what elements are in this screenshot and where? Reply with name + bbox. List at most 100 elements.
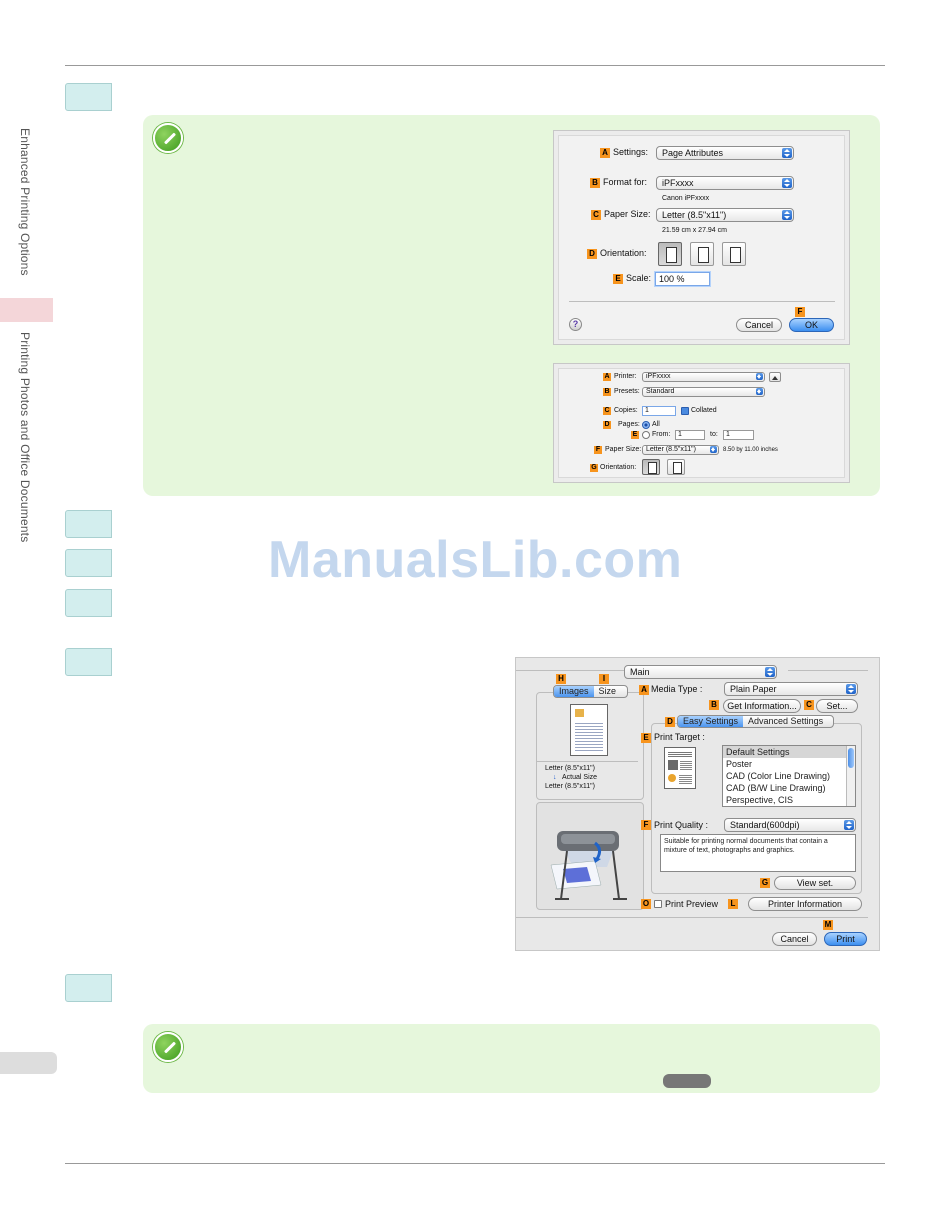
- media-type-value: Plain Paper: [730, 684, 777, 694]
- step-box: [65, 974, 112, 1002]
- sidebar-active-tab: [0, 298, 53, 322]
- print-preview-label: Print Preview: [665, 899, 719, 909]
- print-button[interactable]: Print: [824, 932, 867, 946]
- callout-g: G: [760, 878, 770, 888]
- separator: [569, 301, 835, 302]
- tab-easy-settings[interactable]: Easy Settings: [678, 716, 744, 727]
- scale-label: Scale:: [626, 273, 652, 283]
- print-target-list[interactable]: Default Settings Poster CAD (Color Line …: [722, 745, 856, 807]
- page-setup-dialog: A Settings: Page Attributes B Format for…: [553, 130, 850, 345]
- orientation-portrait-button[interactable]: [642, 459, 660, 475]
- preview-tabs: Images Size: [553, 685, 628, 698]
- printer-popup[interactable]: iPFxxxx: [642, 372, 765, 382]
- popup-arrows-icon: [782, 210, 792, 220]
- collated-checkbox[interactable]: [681, 407, 689, 415]
- get-information-button[interactable]: Get Information...: [723, 699, 801, 713]
- help-icon[interactable]: ?: [569, 318, 582, 331]
- tab-size[interactable]: Size: [598, 686, 617, 696]
- pages-all-radio[interactable]: [642, 421, 650, 429]
- print-quality-popup[interactable]: Standard(600dpi): [724, 818, 856, 832]
- to-label: to:: [710, 431, 718, 438]
- paper-size-popup[interactable]: Letter (8.5"x11"): [656, 208, 794, 222]
- orientation-landscape-button[interactable]: [667, 459, 685, 475]
- pages-from-radio[interactable]: [642, 431, 650, 439]
- format-for-sub: Canon iPFxxxx: [662, 195, 710, 202]
- settings-popup[interactable]: Page Attributes: [656, 146, 794, 160]
- step-box: [65, 510, 112, 538]
- paper-size-label: Paper Size:: [605, 446, 642, 453]
- separator: [516, 917, 868, 918]
- pencil-icon: [153, 1032, 183, 1062]
- view-set-button[interactable]: View set.: [774, 876, 856, 890]
- callout-f: F: [641, 820, 651, 830]
- step-box: [65, 549, 112, 577]
- callout-d: D: [603, 421, 611, 429]
- callout-l: L: [728, 899, 738, 909]
- print-target-item[interactable]: CAD (Color Line Drawing): [726, 771, 831, 781]
- printer-label: Printer:: [614, 373, 637, 380]
- popup-arrows-icon: [844, 820, 854, 830]
- preview-text-lines: [575, 721, 603, 751]
- scale-input[interactable]: 100 %: [655, 272, 710, 286]
- callout-e: E: [631, 431, 639, 439]
- callout-f: F: [795, 307, 805, 317]
- print-target-item[interactable]: Perspective, CIS: [726, 795, 794, 805]
- thumb-text-lines: [668, 751, 692, 757]
- callout-b: B: [603, 388, 611, 396]
- media-type-label: Media Type :: [651, 684, 703, 694]
- to-input[interactable]: 1: [723, 430, 754, 440]
- presets-popup[interactable]: Standard: [642, 387, 765, 397]
- set-button[interactable]: Set...: [816, 699, 858, 713]
- copies-label: Copies:: [614, 407, 638, 414]
- panel-popup[interactable]: Main: [624, 665, 777, 679]
- print-target-item[interactable]: Poster: [726, 759, 753, 769]
- print-preview-checkbox[interactable]: [654, 900, 662, 908]
- settings-value: Page Attributes: [662, 148, 724, 158]
- step-box: [65, 83, 112, 111]
- printer-value: iPFxxxx: [646, 373, 671, 380]
- copies-input[interactable]: 1: [642, 406, 676, 416]
- list-scrollbar[interactable]: [846, 746, 855, 806]
- print-quality-label: Print Quality :: [654, 820, 709, 830]
- paper-size-value: Letter (8.5"x11"): [646, 446, 696, 453]
- separator: [516, 670, 624, 671]
- print-dialog-small: A Printer: iPFxxxx B Presets: Standard C…: [553, 363, 850, 483]
- callout-m: M: [823, 920, 833, 930]
- pages-label: Pages:: [618, 421, 640, 428]
- callout-f: F: [594, 446, 602, 454]
- orientation-portrait-button[interactable]: [658, 242, 682, 266]
- orientation-landscape-reverse-button[interactable]: [722, 242, 746, 266]
- pencil-icon: [153, 123, 183, 153]
- callout-c: C: [591, 210, 601, 220]
- paper-size-popup[interactable]: Letter (8.5"x11"): [642, 445, 719, 455]
- popup-arrows-icon: [756, 373, 763, 380]
- format-for-label: Format for:: [603, 177, 648, 187]
- cancel-button[interactable]: Cancel: [736, 318, 782, 332]
- callout-a: A: [639, 685, 649, 695]
- tab-advanced-settings[interactable]: Advanced Settings: [748, 716, 824, 726]
- actual-size-label: Actual Size: [562, 774, 598, 781]
- tab-images[interactable]: Images: [554, 686, 594, 697]
- sidebar-section: Printing Photos and Office Documents: [18, 332, 32, 543]
- printer-information-button[interactable]: Printer Information: [748, 897, 862, 911]
- size-to-label: Letter (8.5"x11"): [545, 783, 595, 790]
- step-box: [65, 648, 112, 676]
- disclosure-button[interactable]: [769, 372, 781, 382]
- ok-button[interactable]: OK: [789, 318, 834, 332]
- paper-size-inches: 8.50 by 11.00 inches: [723, 447, 778, 453]
- paper-size-sub: 21.59 cm x 27.94 cm: [662, 227, 727, 234]
- cancel-button[interactable]: Cancel: [772, 932, 817, 946]
- note-box: [143, 1024, 880, 1093]
- format-for-popup[interactable]: iPFxxxx: [656, 176, 794, 190]
- orientation-landscape-button[interactable]: [690, 242, 714, 266]
- print-target-item[interactable]: Default Settings: [723, 746, 855, 758]
- callout-a: A: [600, 148, 610, 158]
- callout-g: G: [590, 464, 598, 472]
- media-type-popup[interactable]: Plain Paper: [724, 682, 858, 696]
- callout-i: I: [599, 674, 609, 684]
- reference-link-button[interactable]: [663, 1074, 711, 1088]
- from-input[interactable]: 1: [675, 430, 705, 440]
- print-target-item[interactable]: CAD (B/W Line Drawing): [726, 783, 826, 793]
- popup-arrows-icon: [782, 178, 792, 188]
